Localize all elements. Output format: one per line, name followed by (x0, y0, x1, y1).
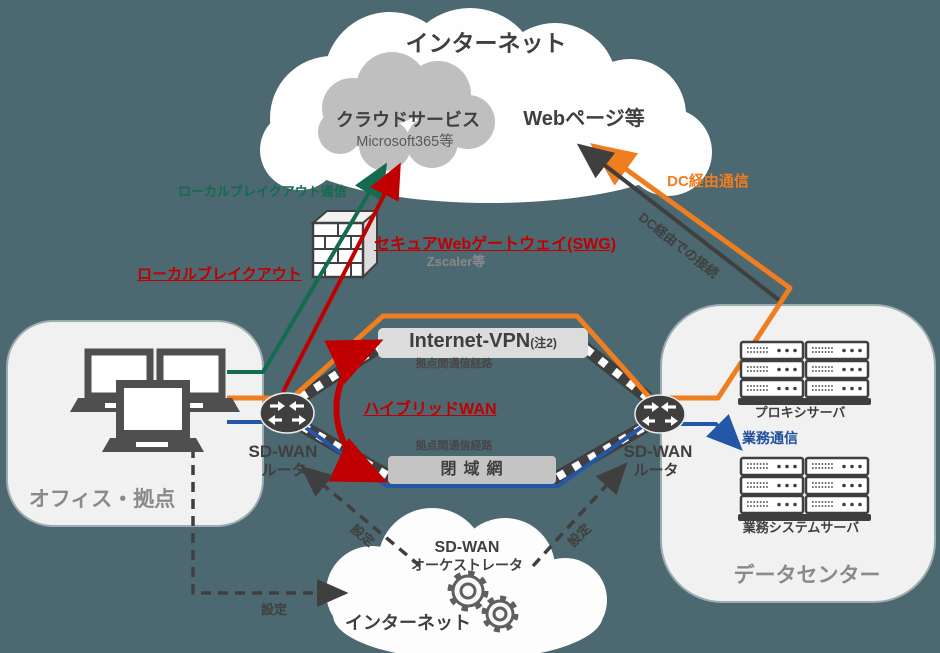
config-label-bottom: 設定 (260, 602, 288, 617)
swg-sub-label: Zscaler等 (426, 254, 486, 269)
sdwan-router-right-label2: ルータ (633, 462, 679, 479)
internet-vpn-label: Internet-VPN(注2) (409, 330, 557, 353)
proxy-server-icon (738, 340, 871, 405)
internet-cloud-title: インターネット (405, 30, 567, 56)
sdwan-router-left-label1: SD-WAN (248, 442, 318, 461)
hybrid-wan-arrow (324, 339, 388, 483)
orchestrator-label1: SD-WAN (434, 539, 500, 556)
datacenter-label: データセンター (733, 564, 881, 587)
orchestrator-cloud-label: インターネット (345, 613, 471, 633)
config-line-bottom (191, 448, 349, 607)
cloud-service-label: クラウドサービス (336, 110, 480, 130)
config-line-right (531, 462, 628, 568)
firewall-icon (310, 208, 380, 280)
biz-comm-label: 業務通信 (742, 430, 798, 446)
sdwan-router-right-icon (634, 394, 686, 434)
internet-vpn-box (378, 328, 588, 358)
gear-icon (447, 570, 519, 633)
route-top-label: 拠点間通信経路 (415, 358, 493, 370)
dc-via-comm-label: DC経由通信 (667, 173, 749, 190)
proxy-server-label: プロキシサーバ (754, 405, 846, 420)
closed-network-box (388, 456, 556, 484)
swg-label: セキュアWebゲートウェイ(SWG) (374, 236, 617, 253)
sdwan-router-left-icon (259, 392, 315, 434)
internet-vpn-text: Internet-VPN (409, 330, 531, 352)
sdwan-router-left-label2: ルータ (261, 462, 307, 479)
hybrid-wan-label: ハイブリッドWAN (363, 401, 497, 418)
sdwan-router-right-label1: SD-WAN (623, 442, 693, 461)
local-breakout-comm-label: ローカルブレイクアウト通信 (178, 184, 347, 199)
config-line-left (300, 465, 422, 568)
local-breakout-line-green (227, 162, 388, 374)
internet-vpn-note: (注2) (530, 336, 557, 350)
local-breakout-line-red (281, 162, 401, 393)
biz-server-icon (738, 456, 871, 521)
laptop-icons (70, 348, 240, 452)
dc-connection-line-dark (576, 143, 781, 302)
orchestrator-cloud (326, 508, 607, 653)
office-label: オフィス・拠点 (28, 488, 176, 511)
biz-server-label: 業務システムサーバ (742, 520, 860, 535)
orchestrator-label2: オーケストレータ (411, 557, 523, 573)
laptop-icon (102, 380, 204, 452)
closed-network-label: 閉域網 (440, 461, 510, 478)
web-page-label: Webページ等 (523, 108, 645, 130)
route-bottom-label: 拠点間通信経路 (415, 440, 493, 452)
dc-route-line-orange (227, 143, 793, 401)
cloud-service-cloud (318, 52, 495, 171)
cloud-service-sub-label: Microsoft365等 (356, 134, 454, 150)
local-breakout-label: ローカルブレイクアウト (137, 266, 302, 283)
